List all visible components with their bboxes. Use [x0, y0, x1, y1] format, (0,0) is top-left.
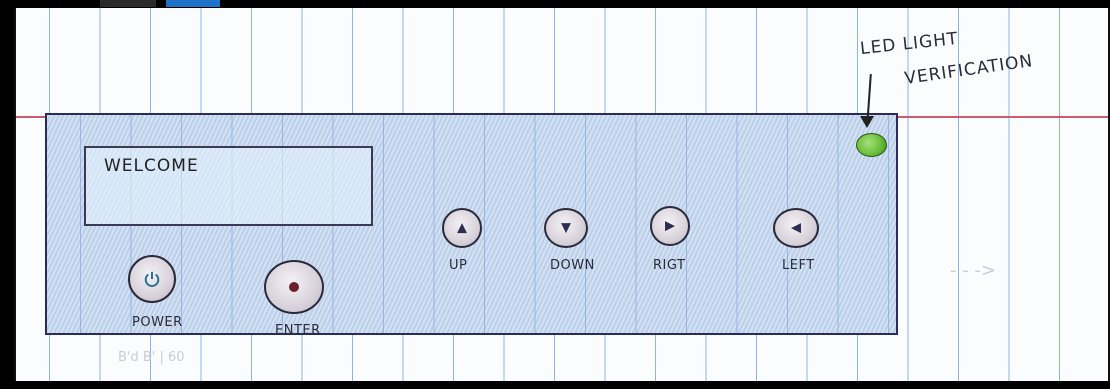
power-icon	[143, 270, 161, 288]
led-light	[856, 133, 887, 157]
right-label: RIGT	[653, 258, 685, 273]
power-button[interactable]	[128, 255, 176, 303]
down-label: DOWN	[550, 258, 595, 273]
top-strip	[0, 0, 1110, 8]
faint-note: B'd B' | 60	[118, 350, 185, 365]
power-label: POWER	[132, 315, 183, 330]
triangle-up-icon: ▲	[457, 222, 467, 235]
up-button[interactable]: ▲	[442, 208, 482, 248]
triangle-down-icon: ▼	[561, 222, 571, 235]
right-button[interactable]: ▶	[650, 206, 690, 246]
left-button[interactable]: ◀	[773, 208, 819, 248]
down-button[interactable]: ▼	[544, 208, 588, 248]
faint-arrow: - - ->	[950, 260, 996, 281]
dot-icon	[289, 282, 299, 292]
display-screen: WELCOME	[84, 146, 373, 226]
annotation-arrow-head	[860, 116, 874, 128]
triangle-right-icon: ▶	[665, 220, 675, 233]
left-label: LEFT	[782, 258, 815, 273]
enter-button[interactable]	[264, 260, 324, 314]
up-label: UP	[449, 258, 467, 273]
enter-label: ENTER	[275, 323, 321, 338]
dark-tab	[100, 0, 156, 7]
triangle-left-icon: ◀	[791, 222, 801, 235]
blue-tab	[166, 0, 220, 7]
screen-text: WELCOME	[104, 156, 199, 176]
